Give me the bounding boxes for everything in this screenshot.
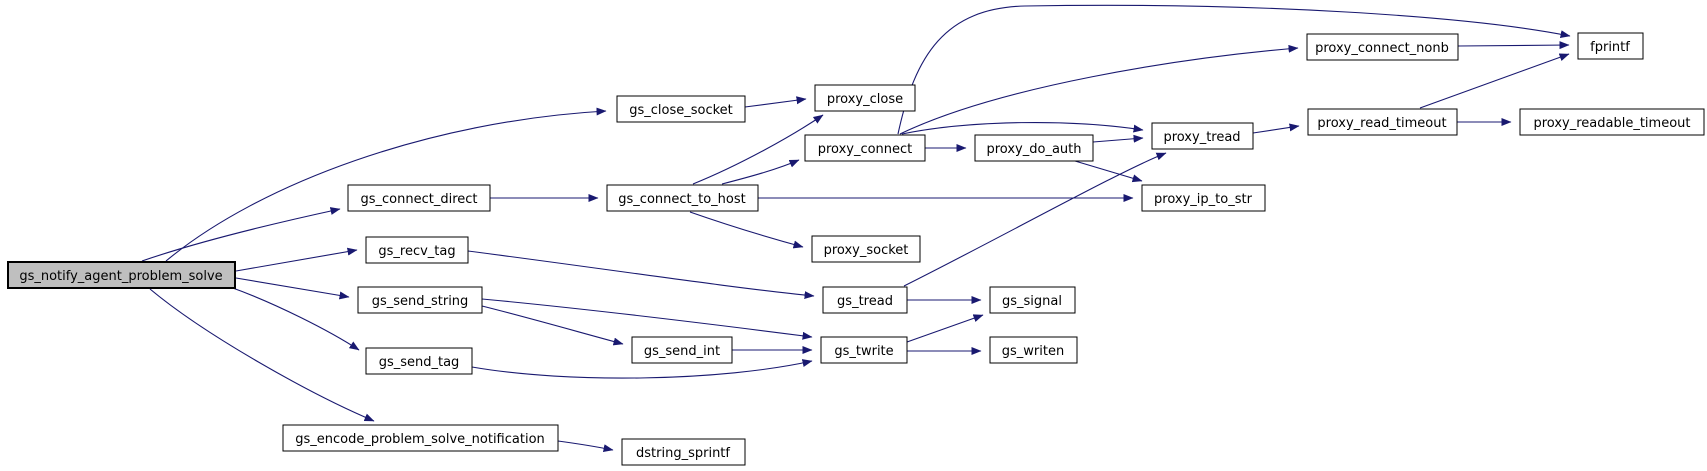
- edge-proxy_do_auth-proxy_ip_to_str: [1074, 160, 1143, 183]
- node-proxy_socket[interactable]: proxy_socket: [811, 235, 921, 263]
- node-gs_writen[interactable]: gs_writen: [989, 336, 1078, 364]
- edge-gs_connect_to_host-proxy_connect: [721, 159, 800, 185]
- edge-gs_recv_tag-gs_tread: [467, 250, 815, 300]
- node-gs_encode_problem_solve_notification[interactable]: gs_encode_problem_solve_notification: [282, 424, 559, 452]
- edge-proxy_read_timeout-fprintf: [1419, 53, 1570, 109]
- node-proxy_connect_nonb[interactable]: proxy_connect_nonb: [1306, 33, 1459, 61]
- svg-text:proxy_read_timeout: proxy_read_timeout: [1317, 116, 1446, 131]
- node-gs_twrite[interactable]: gs_twrite: [820, 336, 908, 364]
- edge-gs_notify_agent_problem_solve-gs_connect_direct: [141, 207, 341, 262]
- svg-text:proxy_ip_to_str: proxy_ip_to_str: [1154, 192, 1253, 207]
- node-proxy_close[interactable]: proxy_close: [814, 84, 916, 112]
- svg-text:fprintf: fprintf: [1590, 40, 1630, 55]
- node-gs_notify_agent_problem_solve[interactable]: gs_notify_agent_problem_solve: [7, 261, 236, 289]
- edge-proxy_connect-proxy_tread: [901, 121, 1144, 135]
- svg-text:gs_send_tag: gs_send_tag: [379, 355, 460, 370]
- svg-text:proxy_readable_timeout: proxy_readable_timeout: [1533, 116, 1690, 131]
- edge-gs_twrite-gs_signal: [906, 314, 984, 343]
- node-gs_tread[interactable]: gs_tread: [822, 286, 908, 314]
- svg-text:gs_send_int: gs_send_int: [644, 344, 720, 359]
- edge-proxy_do_auth-proxy_tread: [1092, 134, 1144, 143]
- edge-gs_encode_problem_solve_notification-dstring_sprintf: [557, 440, 614, 453]
- svg-text:proxy_tread: proxy_tread: [1163, 130, 1240, 145]
- svg-text:proxy_socket: proxy_socket: [824, 243, 909, 258]
- edge-gs_close_socket-proxy_close: [744, 96, 807, 108]
- node-gs_send_tag[interactable]: gs_send_tag: [365, 347, 473, 375]
- node-proxy_ip_to_str[interactable]: proxy_ip_to_str: [1141, 184, 1266, 212]
- node-dstring_sprintf[interactable]: dstring_sprintf: [621, 438, 746, 466]
- svg-text:gs_recv_tag: gs_recv_tag: [378, 244, 455, 259]
- edge-gs_notify_agent_problem_solve-gs_recv_tag: [235, 247, 358, 272]
- edge-gs_notify_agent_problem_solve-gs_encode_problem_solve_notification: [149, 288, 375, 422]
- node-gs_signal[interactable]: gs_signal: [989, 286, 1076, 314]
- svg-text:gs_encode_problem_solve_notifi: gs_encode_problem_solve_notification: [295, 432, 545, 447]
- svg-text:gs_send_string: gs_send_string: [372, 294, 469, 309]
- svg-text:gs_tread: gs_tread: [837, 294, 893, 309]
- svg-text:gs_signal: gs_signal: [1002, 294, 1062, 309]
- svg-text:dstring_sprintf: dstring_sprintf: [636, 446, 730, 461]
- node-fprintf[interactable]: fprintf: [1577, 32, 1644, 60]
- svg-text:gs_writen: gs_writen: [1002, 344, 1064, 359]
- node-proxy_connect[interactable]: proxy_connect: [804, 134, 926, 162]
- svg-text:proxy_connect: proxy_connect: [818, 142, 913, 157]
- node-proxy_do_auth[interactable]: proxy_do_auth: [974, 134, 1094, 162]
- node-proxy_read_timeout[interactable]: proxy_read_timeout: [1307, 108, 1458, 136]
- edges: [141, 4, 1571, 453]
- edge-gs_connect_to_host-proxy_close: [692, 114, 824, 185]
- svg-text:proxy_close: proxy_close: [827, 92, 903, 107]
- edge-gs_send_string-gs_send_int: [481, 305, 624, 346]
- svg-text:proxy_connect_nonb: proxy_connect_nonb: [1315, 41, 1449, 56]
- edge-gs_tread-proxy_tread: [903, 152, 1167, 287]
- node-gs_send_int[interactable]: gs_send_int: [631, 336, 733, 364]
- edge-proxy_connect-proxy_connect_nonb: [899, 44, 1299, 135]
- svg-text:proxy_do_auth: proxy_do_auth: [987, 142, 1082, 157]
- edge-gs_send_string-gs_twrite: [481, 298, 813, 340]
- node-proxy_tread[interactable]: proxy_tread: [1151, 122, 1254, 150]
- svg-text:gs_twrite: gs_twrite: [834, 344, 893, 359]
- node-gs_recv_tag[interactable]: gs_recv_tag: [365, 236, 469, 264]
- node-proxy_readable_timeout[interactable]: proxy_readable_timeout: [1519, 108, 1705, 136]
- edge-gs_notify_agent_problem_solve-gs_send_tag: [229, 286, 360, 351]
- node-gs_connect_to_host[interactable]: gs_connect_to_host: [606, 184, 759, 212]
- svg-text:gs_notify_agent_problem_solve: gs_notify_agent_problem_solve: [19, 269, 222, 284]
- edge-gs_send_tag-gs_twrite: [471, 359, 813, 379]
- svg-text:gs_close_socket: gs_close_socket: [629, 103, 733, 118]
- node-gs_close_socket[interactable]: gs_close_socket: [616, 95, 746, 123]
- edge-proxy_tread-proxy_read_timeout: [1252, 123, 1300, 134]
- edge-gs_notify_agent_problem_solve-gs_send_string: [235, 277, 350, 300]
- edge-proxy_connect-fprintf: [897, 4, 1571, 135]
- svg-text:gs_connect_to_host: gs_connect_to_host: [618, 192, 745, 207]
- node-gs_connect_direct[interactable]: gs_connect_direct: [347, 184, 491, 212]
- svg-text:gs_connect_direct: gs_connect_direct: [360, 192, 477, 207]
- edge-gs_connect_to_host-proxy_socket: [689, 211, 804, 249]
- edge-proxy_connect_nonb-fprintf: [1457, 41, 1570, 50]
- node-gs_send_string[interactable]: gs_send_string: [357, 286, 483, 314]
- edge-gs_notify_agent_problem_solve-gs_close_socket: [165, 107, 607, 262]
